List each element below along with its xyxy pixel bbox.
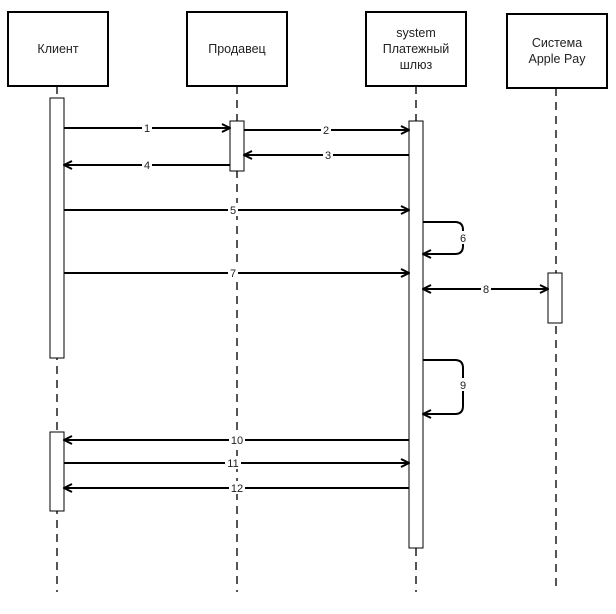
message-label-bg-3 bbox=[323, 148, 333, 161]
message-label-4: 4 bbox=[144, 160, 150, 172]
activation-bar-applepay bbox=[547, 272, 563, 324]
message-label-6: 6 bbox=[460, 233, 466, 245]
participant-seller: Продавец bbox=[186, 11, 288, 87]
message-5: 5 bbox=[64, 203, 409, 217]
message-label-bg-4 bbox=[142, 158, 152, 171]
message-label-7: 7 bbox=[230, 268, 236, 280]
participant-label-gateway-2: шлюз bbox=[400, 58, 433, 72]
message-label-5: 5 bbox=[230, 205, 236, 217]
message-label-10: 10 bbox=[231, 435, 243, 447]
message-1: 1 bbox=[64, 121, 230, 135]
activation-bar-gateway bbox=[408, 120, 424, 549]
message-label-8: 8 bbox=[483, 284, 489, 296]
message-label-bg-1 bbox=[142, 121, 152, 134]
activation-bar-client bbox=[49, 97, 65, 359]
message-label-bg-7 bbox=[228, 266, 238, 279]
message-label-9: 9 bbox=[460, 380, 466, 392]
message-4: 4 bbox=[64, 158, 230, 172]
message-label-1: 1 bbox=[144, 123, 150, 135]
participant-label-gateway-0: system bbox=[396, 26, 436, 40]
message-7: 7 bbox=[64, 266, 409, 280]
participant-label-seller-0: Продавец bbox=[208, 42, 265, 56]
message-label-bg-6 bbox=[458, 231, 468, 244]
participant-box-applepay bbox=[506, 13, 608, 89]
message-6: 6 bbox=[423, 221, 468, 254]
message-10: 10 bbox=[64, 433, 409, 447]
message-label-bg-2 bbox=[321, 123, 331, 136]
participant-client: Клиент bbox=[7, 11, 109, 87]
message-label-11: 11 bbox=[227, 458, 238, 470]
message-label-12: 12 bbox=[231, 483, 243, 495]
activation-bar-seller bbox=[229, 120, 245, 172]
message-8: 8 bbox=[423, 282, 548, 296]
activation-bar-client bbox=[49, 431, 65, 512]
message-label-3: 3 bbox=[325, 150, 331, 162]
participant-label-client-0: Клиент bbox=[37, 42, 78, 56]
participant-box-gateway bbox=[365, 11, 467, 87]
message-2: 2 bbox=[244, 123, 409, 137]
message-arrow-9 bbox=[423, 359, 464, 414]
message-label-2: 2 bbox=[323, 125, 329, 137]
message-9: 9 bbox=[423, 359, 468, 414]
message-12: 12 bbox=[64, 481, 409, 495]
message-label-bg-8 bbox=[481, 282, 491, 295]
participant-label-applepay-0: Система bbox=[532, 36, 582, 50]
message-label-bg-12 bbox=[229, 481, 245, 494]
message-label-bg-5 bbox=[228, 203, 238, 216]
message-3: 3 bbox=[244, 148, 409, 162]
participant-box-seller bbox=[186, 11, 288, 87]
participant-box-client bbox=[7, 11, 109, 87]
message-label-bg-9 bbox=[458, 378, 468, 391]
message-arrow-6 bbox=[423, 221, 464, 254]
message-label-bg-10 bbox=[229, 433, 245, 446]
message-label-bg-11 bbox=[225, 456, 241, 469]
participant-label-gateway-1: Платежный bbox=[383, 42, 450, 56]
participant-label-applepay-1: Apple Pay bbox=[529, 52, 587, 66]
message-11: 11 bbox=[64, 456, 409, 470]
